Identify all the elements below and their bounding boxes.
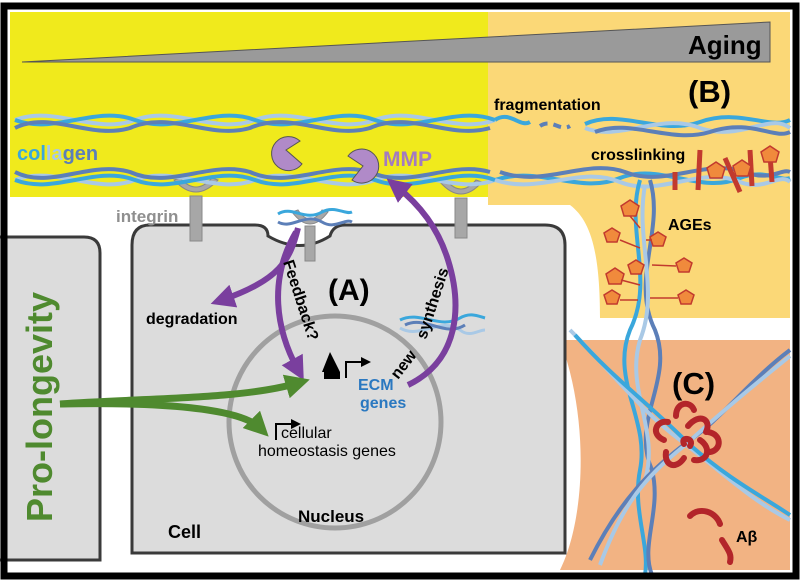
panel-a-label: (A) bbox=[328, 274, 370, 307]
nucleus-label: Nucleus bbox=[298, 507, 364, 526]
age-molecules bbox=[603, 145, 780, 305]
repressor-symbol bbox=[322, 352, 340, 379]
degradation-label: degradation bbox=[146, 311, 238, 328]
collagen-label: collagen bbox=[17, 143, 98, 165]
aging-label: Aging bbox=[688, 30, 762, 60]
neighbor-cell bbox=[0, 235, 102, 562]
collagen-fibrils bbox=[14, 113, 792, 576]
nucleus bbox=[226, 313, 444, 531]
integrin-left bbox=[173, 177, 219, 242]
mmp-enzyme-right bbox=[347, 148, 380, 184]
collagen-label-part-3: gen bbox=[63, 143, 99, 165]
crosslinking-label: crosslinking bbox=[591, 147, 685, 164]
fragmentation-label: fragmentation bbox=[494, 97, 601, 114]
new-collagen bbox=[399, 313, 486, 336]
amyloid-beta-aggregate bbox=[652, 400, 722, 469]
amyloid-beta-fibrils bbox=[687, 507, 734, 565]
homeostasis-label: homeostasis genes bbox=[258, 443, 396, 460]
cell-label: Cell bbox=[168, 522, 201, 542]
ecm-label: ECM bbox=[358, 377, 394, 394]
feedback-arrow bbox=[275, 230, 304, 381]
genes-label: genes bbox=[360, 395, 406, 412]
age-links bbox=[619, 215, 678, 301]
ecm-gene-promoter bbox=[345, 357, 371, 378]
mmp-enzyme-left bbox=[271, 136, 303, 172]
integrin-right bbox=[439, 179, 483, 239]
collagen-label-part-1: col bbox=[17, 143, 46, 165]
panel-c-label: (C) bbox=[672, 366, 715, 401]
panel-b-label: (B) bbox=[688, 74, 731, 109]
cellular-label: cellular bbox=[281, 425, 332, 442]
pro-longevity-arrow-homeostasis bbox=[59, 400, 269, 437]
integrin-label: integrin bbox=[116, 207, 178, 226]
collagen-label-part-2: la bbox=[46, 143, 64, 165]
ages-label: AGEs bbox=[668, 217, 712, 234]
mmp-label: MMP bbox=[383, 148, 432, 171]
aging-wedge bbox=[21, 21, 771, 63]
pro-longevity-label: Pro-longevity bbox=[19, 292, 60, 522]
abeta-label: Aβ bbox=[736, 529, 758, 546]
homeostasis-gene-promoter bbox=[275, 419, 301, 440]
synthesis-arrow bbox=[386, 178, 459, 388]
collagen-fragment bbox=[277, 207, 353, 227]
